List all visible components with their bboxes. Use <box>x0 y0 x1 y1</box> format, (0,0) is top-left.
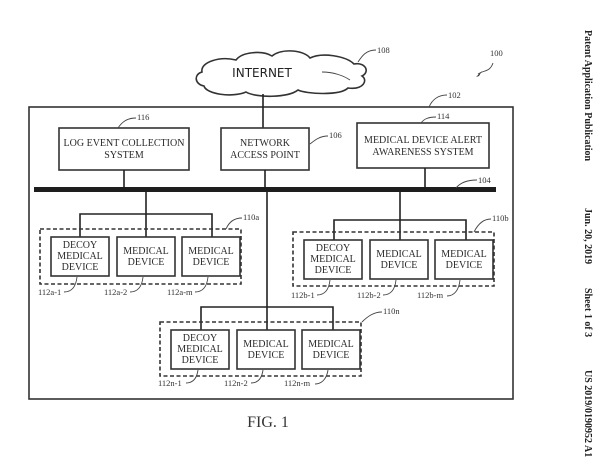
ref-label-bus: 104 <box>478 175 492 185</box>
group-b-ref-leader <box>473 218 492 233</box>
device-n1-leader <box>185 369 199 384</box>
ref-label-device-bm: 112b-m <box>417 290 444 300</box>
group-b-boundary <box>292 231 495 287</box>
network-access-point: NETWORK ACCESS POINT <box>220 127 310 171</box>
ref-label-device-n1: 112n-1 <box>158 378 182 388</box>
device-a1-label-1: DECOY <box>63 240 97 251</box>
device-group-110a: DECOY MEDICAL DEVICE MEDICAL DEVICE MEDI… <box>39 192 242 285</box>
device-group-110n: DECOY MEDICAL DEVICE MEDICAL DEVICE MEDI… <box>159 306 362 377</box>
bus-ref-leader <box>455 179 478 189</box>
group-n-boundary <box>159 321 362 377</box>
nap-label-2: ACCESS POINT <box>230 150 300 161</box>
log-event-collection-system: LOG EVENT COLLECTION SYSTEM <box>58 127 190 171</box>
ref-label-group-n: 110n <box>383 306 400 316</box>
medical-device-a2 <box>116 236 176 277</box>
system-ref-arrow <box>477 62 494 75</box>
ref-label-system: 100 <box>490 48 503 58</box>
medical-device-bm <box>434 239 494 280</box>
group-n-ref-leader <box>361 311 383 323</box>
publication-type: Patent Application Publication <box>582 30 593 162</box>
ref-label-device-a2: 112a-2 <box>104 287 127 297</box>
internet-ref-leader <box>357 49 377 63</box>
publication-number: US 2019/0190952 A1 <box>582 370 593 457</box>
device-n2-leader <box>250 369 264 384</box>
medical-device-alert-awareness-system: MEDICAL DEVICE ALERT AWARENESS SYSTEM <box>356 122 490 169</box>
patent-header: Patent Application Publication Jun. 20, … <box>582 30 593 457</box>
medical-device-am <box>181 236 241 277</box>
device-b2-label-1: MEDICAL <box>376 249 422 260</box>
network-bus <box>34 187 496 192</box>
ref-label-device-n2: 112n-2 <box>224 378 248 388</box>
device-n1-label-2: MEDICAL <box>177 344 223 355</box>
device-a2-leader <box>129 276 144 293</box>
decoy-medical-device-a1 <box>50 236 110 277</box>
device-n2-label-1: MEDICAL <box>243 339 289 350</box>
ref-label-device-a1: 112a-1 <box>38 287 61 297</box>
device-b2-label-2: DEVICE <box>381 260 418 271</box>
ref-label-group-a: 110a <box>243 212 259 222</box>
device-am-leader <box>194 276 209 293</box>
device-nm-label-2: DEVICE <box>313 350 350 361</box>
device-bm-leader <box>446 279 461 297</box>
device-a1-label-3: DEVICE <box>62 262 99 273</box>
ref-label-device-b2: 112b-2 <box>357 290 381 300</box>
device-b1-label-3: DEVICE <box>315 265 352 276</box>
device-n1-label-1: DECOY <box>183 333 217 344</box>
log-ref-leader <box>117 117 137 129</box>
medical-device-n2 <box>236 329 296 370</box>
nap-label-1: NETWORK <box>240 138 291 149</box>
ref-label-device-b1: 112b-1 <box>291 290 315 300</box>
network-ref-leader <box>428 94 448 108</box>
device-group-110b: DECOY MEDICAL DEVICE MEDICAL DEVICE MEDI… <box>292 192 495 287</box>
device-n1-label-3: DEVICE <box>182 355 219 366</box>
device-b1-label-1: DECOY <box>316 243 350 254</box>
publication-date: Jun. 20, 2019 <box>582 208 593 264</box>
medical-device-b2 <box>369 239 429 280</box>
ref-label-internet: 108 <box>377 45 390 55</box>
ref-label-network: 102 <box>448 90 461 100</box>
device-a2-label-2: DEVICE <box>128 257 165 268</box>
device-a1-label-2: MEDICAL <box>57 251 103 262</box>
group-a-boundary <box>39 228 242 285</box>
log-system-label-2: SYSTEM <box>104 150 144 161</box>
ref-label-device-am: 112a-m <box>167 287 193 297</box>
ref-label-nap: 106 <box>329 130 342 140</box>
device-nm-label-1: MEDICAL <box>308 339 354 350</box>
device-a1-leader <box>63 276 78 293</box>
cloud-shape <box>195 50 367 98</box>
device-a2-label-1: MEDICAL <box>123 246 169 257</box>
device-bm-label-2: DEVICE <box>446 260 483 271</box>
figure-caption: FIG. 1 <box>247 414 289 431</box>
alert-system-label-2: AWARENESS SYSTEM <box>372 147 473 158</box>
device-nm-leader <box>314 369 329 385</box>
internet-cloud: INTERNET <box>195 50 367 98</box>
ref-label-log-system: 116 <box>137 112 149 122</box>
device-b2-leader <box>382 279 397 296</box>
alert-system-label-1: MEDICAL DEVICE ALERT <box>364 135 482 146</box>
device-am-label-2: DEVICE <box>193 257 230 268</box>
sheet-number: Sheet 1 of 3 <box>582 288 593 337</box>
device-b1-leader <box>316 279 331 296</box>
ref-label-group-b: 110b <box>492 213 509 223</box>
cloud-inner-curve <box>321 71 351 81</box>
group-a-ref-leader <box>225 217 243 230</box>
medical-device-nm <box>301 329 361 370</box>
system-ref-arrowhead <box>476 71 482 77</box>
ref-label-device-nm: 112n-m <box>284 378 311 388</box>
device-am-label-1: MEDICAL <box>188 246 234 257</box>
internet-label: INTERNET <box>232 66 292 80</box>
device-bm-label-1: MEDICAL <box>441 249 487 260</box>
decoy-medical-device-n1 <box>170 329 230 370</box>
device-b1-label-2: MEDICAL <box>310 254 356 265</box>
decoy-medical-device-b1 <box>303 239 363 280</box>
log-system-label-1: LOG EVENT COLLECTION <box>64 138 185 149</box>
nap-ref-leader <box>309 135 329 145</box>
alert-ref-leader <box>420 116 437 124</box>
device-n2-label-2: DEVICE <box>248 350 285 361</box>
ref-label-alert-system: 114 <box>437 111 450 121</box>
